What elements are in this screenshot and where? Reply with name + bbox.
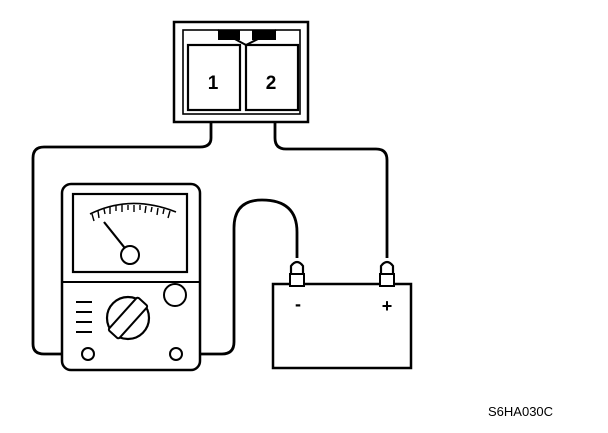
component-inner-frame bbox=[182, 29, 301, 115]
wire-terminal-1-to-meter bbox=[31, 122, 213, 356]
meter-scale-ticks bbox=[91, 205, 171, 222]
battery-negative-post bbox=[289, 273, 305, 287]
component-chevron bbox=[217, 29, 247, 46]
meter-needle-pivot bbox=[120, 245, 140, 265]
meter-range-markings bbox=[76, 301, 92, 333]
component-under-test: 1 2 bbox=[172, 20, 310, 124]
meter-selector-knob bbox=[105, 295, 151, 341]
battery-negative-clip bbox=[289, 260, 305, 274]
meter-jack-right bbox=[169, 347, 183, 361]
wire-meter-to-battery-negative bbox=[184, 198, 299, 356]
battery-positive-post bbox=[379, 273, 395, 287]
battery-positive-clip bbox=[379, 260, 395, 274]
terminal-2-cavity bbox=[244, 43, 300, 112]
component-outer-frame bbox=[172, 20, 310, 124]
meter-adjust-knob bbox=[163, 283, 187, 307]
terminal-1-label: 1 bbox=[208, 73, 219, 94]
wire-terminal-2-to-battery-positive bbox=[273, 122, 389, 258]
battery-positive-label: + bbox=[382, 296, 393, 316]
battery-negative-label: - bbox=[295, 294, 301, 314]
figure-code: S6HA030C bbox=[488, 404, 554, 419]
battery-body bbox=[271, 282, 413, 370]
meter-scale-arc bbox=[89, 202, 177, 215]
battery: - + bbox=[271, 260, 413, 370]
multimeter bbox=[60, 182, 202, 372]
terminal-2-label: 2 bbox=[266, 73, 277, 94]
meter-jack-left bbox=[81, 347, 95, 361]
terminal-1-cavity bbox=[186, 43, 242, 112]
component-chevron bbox=[245, 29, 277, 46]
